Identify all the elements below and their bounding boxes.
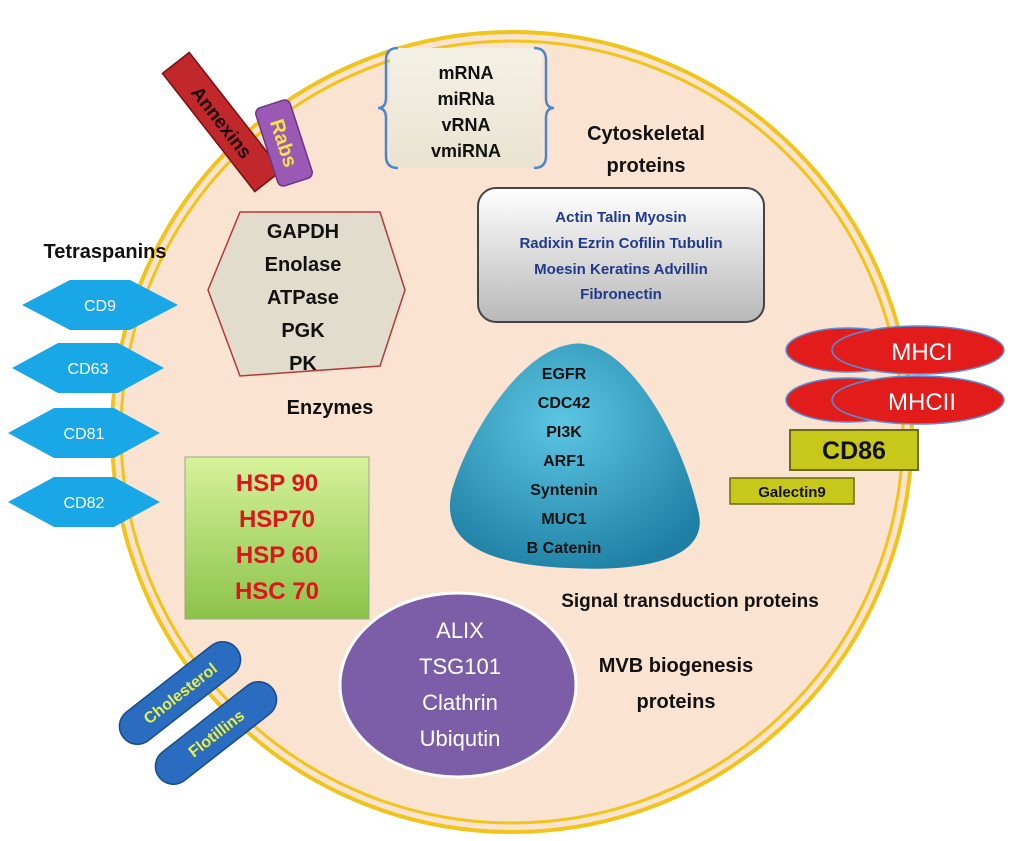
hsp-item: HSP70 bbox=[239, 506, 315, 533]
signal-item: MUC1 bbox=[541, 511, 586, 528]
tetraspanin-cd63: CD63 bbox=[12, 343, 164, 393]
signal-item: PI3K bbox=[546, 424, 582, 441]
cytoskeletal-line: Fibronectin bbox=[580, 286, 662, 303]
signal-shape bbox=[449, 343, 700, 569]
signal-item: ARF1 bbox=[543, 453, 585, 470]
mvb-title-line: proteins bbox=[637, 691, 716, 713]
tetraspanin-label: CD9 bbox=[84, 298, 116, 315]
signal-item: Syntenin bbox=[530, 482, 598, 499]
cytoskeletal-line: Moesin Keratins Advillin bbox=[534, 261, 708, 278]
mvb-circle bbox=[338, 591, 578, 779]
hsp-item: HSP 60 bbox=[236, 542, 318, 569]
mvb-item: Ubiqutin bbox=[420, 726, 501, 751]
enzymes-title: Enzymes bbox=[287, 397, 374, 419]
rna-right-brace bbox=[533, 46, 555, 170]
signal-item: B Catenin bbox=[527, 540, 602, 557]
tetraspanin-cd9: CD9 bbox=[22, 280, 178, 330]
signal-title: Signal transduction proteins bbox=[561, 591, 819, 612]
enzyme-item: Enolase bbox=[265, 254, 342, 276]
enzyme-item: PK bbox=[289, 353, 317, 375]
tetraspanin-label: CD63 bbox=[68, 361, 109, 378]
signal-item: EGFR bbox=[542, 366, 587, 383]
cytoskeletal-line: Actin Talin Myosin bbox=[555, 209, 686, 226]
rna-item: mRNA bbox=[438, 63, 493, 83]
enzyme-item: GAPDH bbox=[267, 221, 339, 243]
cytoskeletal-line: Radixin Ezrin Cofilin Tubulin bbox=[519, 235, 722, 252]
galectin9-label: Galectin9 bbox=[758, 484, 826, 501]
cd86-box bbox=[789, 429, 919, 471]
tetraspanins-title: Tetraspanins bbox=[44, 241, 167, 263]
mhc-i: MHCI bbox=[785, 325, 1005, 375]
mvb-item: TSG101 bbox=[419, 654, 501, 679]
tetraspanin-cd82: CD82 bbox=[8, 477, 160, 527]
mhc-ii: MHCII bbox=[785, 375, 1005, 425]
mvb-title-line: MVB biogenesis bbox=[599, 655, 753, 677]
tetraspanin-label: CD82 bbox=[64, 495, 105, 512]
enzyme-item: ATPase bbox=[267, 287, 339, 309]
cd86-label: CD86 bbox=[822, 437, 886, 465]
rabs-bar: Rabs bbox=[255, 99, 313, 187]
mhc-label: MHCI bbox=[891, 339, 952, 366]
rna-item: vRNA bbox=[441, 115, 490, 135]
enzyme-item: PGK bbox=[281, 320, 325, 342]
hsp-box bbox=[184, 456, 370, 620]
enzymes-box bbox=[207, 211, 406, 377]
signal-item: CDC42 bbox=[538, 395, 591, 412]
tetraspanin-label: CD81 bbox=[64, 426, 105, 443]
rna-left-brace bbox=[377, 46, 399, 170]
rna-box bbox=[390, 48, 542, 168]
mhc-label: MHCII bbox=[888, 389, 956, 416]
hsp-item: HSP 90 bbox=[236, 470, 318, 497]
hsp-item: HSC 70 bbox=[235, 578, 319, 605]
mvb-item: ALIX bbox=[436, 618, 484, 643]
cytoskeletal-title-line: proteins bbox=[607, 155, 686, 177]
rna-item: miRNa bbox=[437, 89, 495, 109]
galectin9-box bbox=[729, 477, 855, 505]
cytoskeletal-title-line: Cytoskeletal bbox=[587, 123, 705, 145]
mvb-item: Clathrin bbox=[422, 690, 498, 715]
tetraspanin-cd81: CD81 bbox=[8, 408, 160, 458]
rna-item: vmiRNA bbox=[431, 141, 501, 161]
cytoskeletal-box bbox=[477, 187, 765, 323]
